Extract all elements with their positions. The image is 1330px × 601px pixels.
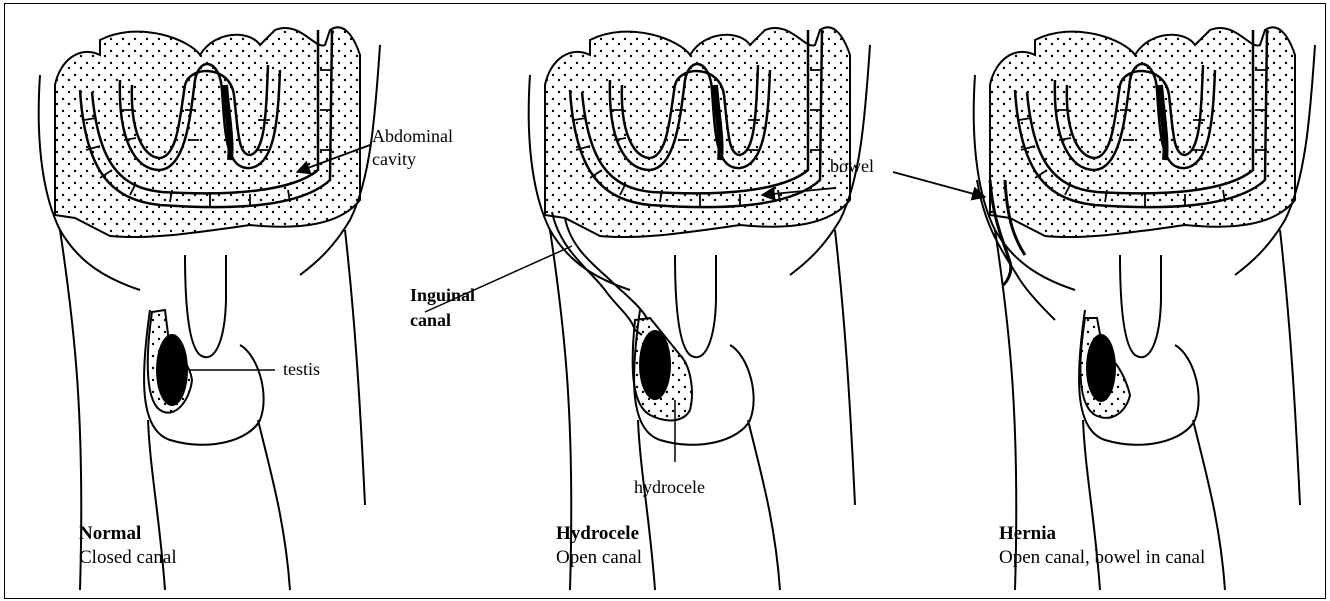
label-hydrocele: hydrocele: [634, 476, 705, 498]
caption-title: Hernia: [999, 522, 1205, 546]
label-bowel: bowel: [830, 155, 874, 177]
label-testis: testis: [283, 358, 320, 380]
caption-hernia: Hernia Open canal, bowel in canal: [999, 522, 1205, 570]
caption-subtitle: Open canal, bowel in canal: [999, 546, 1205, 570]
caption-subtitle: Open canal: [556, 546, 642, 570]
caption-title: Normal: [79, 522, 177, 546]
caption-subtitle: Closed canal: [79, 546, 177, 570]
label-inguinal: Inguinal: [410, 284, 475, 306]
label-abdominal: Abdominal: [372, 125, 453, 147]
label-cavity: cavity: [372, 148, 416, 170]
panel-hernia-drawing: [974, 27, 1315, 590]
caption-title: Hydrocele: [556, 522, 642, 546]
caption-normal: Normal Closed canal: [79, 522, 177, 570]
panel-normal-drawing: [39, 27, 380, 590]
testis-shape: [156, 334, 188, 406]
panel-hydrocele-drawing: [425, 27, 870, 590]
caption-hydrocele: Hydrocele Open canal: [556, 522, 642, 570]
label-canal: canal: [410, 309, 451, 331]
